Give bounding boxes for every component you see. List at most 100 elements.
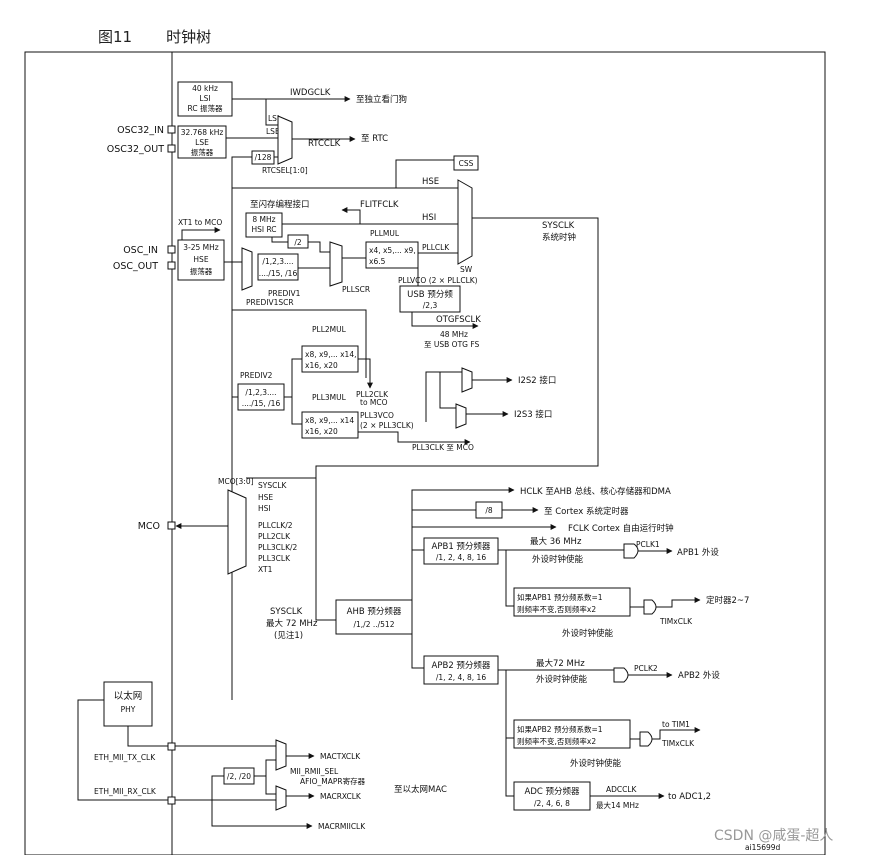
tim1-enable: 外设时钟使能 bbox=[562, 628, 614, 639]
apb2-to-tim bbox=[505, 670, 514, 739]
flitfclk-label: FLITFCLK bbox=[360, 200, 399, 210]
adcclk-label: ADCCLK bbox=[606, 785, 638, 794]
apb2-prescaler-box bbox=[423, 655, 499, 685]
prediv1-line1: /1,2,3.... bbox=[262, 257, 293, 266]
lse-freq: 32.768 kHz bbox=[181, 128, 224, 137]
lsi-to-rtc-line bbox=[265, 99, 278, 126]
mactxclk-label: MACTXCLK bbox=[320, 752, 361, 761]
xt1-label: XT1 to MCO bbox=[178, 218, 222, 227]
prediv2-to-pll2-feed bbox=[232, 309, 367, 378]
usb-prescaler-box bbox=[399, 285, 461, 313]
i2s3-mux bbox=[455, 403, 467, 429]
phy-rx-line bbox=[77, 699, 168, 801]
pllmul-box bbox=[365, 241, 419, 269]
rtcclk-label: RTCCLK bbox=[308, 139, 341, 149]
osc32-in-pin bbox=[167, 125, 176, 134]
hclk-line bbox=[411, 487, 515, 616]
ahb-prescaler-box bbox=[335, 599, 413, 635]
lse-desc: 振荡器 bbox=[191, 147, 214, 157]
mco-input-pllclk2: PLLCLK/2 bbox=[258, 521, 293, 530]
timers-dest: 定时器2~7 bbox=[706, 595, 749, 606]
rtc-dest: 至 RTC bbox=[361, 134, 388, 144]
iwdgclk-label: IWDGCLK bbox=[290, 88, 331, 98]
apb1-enable: 外设时钟使能 bbox=[532, 554, 584, 565]
usb-prescaler-values: /2,3 bbox=[423, 301, 438, 310]
div8-label: /8 bbox=[485, 506, 493, 515]
apb1-timer-multiplier-box bbox=[513, 587, 631, 617]
afio-mapr-label: AFIO_MAPR寄存器 bbox=[300, 776, 366, 786]
pllmul-line1: x4, x5,... x9, bbox=[369, 246, 416, 255]
pll2mul-line1: x8, x9,... x14, bbox=[305, 350, 356, 359]
lsi-name: LSI bbox=[199, 94, 210, 103]
flitf-dest: 至闪存编程接口 bbox=[250, 199, 310, 210]
pclk2-label: PCLK2 bbox=[634, 664, 658, 673]
mco-pin-label: MCO bbox=[138, 521, 160, 532]
pll2clk-line bbox=[358, 358, 373, 389]
apb2-to-adc bbox=[505, 738, 514, 797]
pllscr-label: PLLSCR bbox=[342, 285, 370, 294]
eth-tx-pin bbox=[167, 742, 176, 751]
tim2-enable: 外设时钟使能 bbox=[570, 758, 622, 769]
css-feed bbox=[395, 159, 454, 188]
prediv2-line1: /1,2,3.... bbox=[245, 388, 276, 397]
pll3mul-line1: x8, x9,... x14 bbox=[305, 416, 354, 425]
pllmul-title: PLLMUL bbox=[370, 229, 400, 238]
pllscr-mux bbox=[329, 241, 343, 287]
to-tim1-label: to TIM1 bbox=[662, 720, 690, 729]
tim1-gate bbox=[643, 599, 657, 615]
sw-mux bbox=[457, 179, 473, 265]
osc-out-pin bbox=[167, 261, 176, 270]
mco-mux bbox=[227, 489, 247, 575]
apb2-prescaler-values: /1, 2, 4, 8, 16 bbox=[436, 673, 486, 682]
usb-dest: 至 USB OTG FS bbox=[424, 340, 480, 349]
rtc-lse-label: LSE bbox=[266, 127, 280, 136]
pll3clk-label: PLL3CLK 至 MCO bbox=[412, 443, 474, 452]
pllclk-label: PLLCLK bbox=[422, 243, 450, 252]
ethernet-mac-dest: 至以太网MAC bbox=[394, 784, 447, 795]
apb1-max: 最大 36 MHz bbox=[530, 536, 582, 547]
hse-div128-feed bbox=[231, 156, 252, 700]
pll3vco-label: PLL3VCO bbox=[360, 411, 394, 420]
phy-tx-line bbox=[127, 726, 168, 747]
osc-out-label: OSC_OUT bbox=[113, 261, 158, 272]
apb2-timer-multiplier-box bbox=[513, 719, 631, 749]
pll2mul-title: PLL2MUL bbox=[312, 325, 347, 334]
lsi-desc: RC 振荡器 bbox=[188, 103, 223, 113]
rtcsel-mux bbox=[277, 115, 293, 165]
watermark: CSDN @咸蛋-超人 bbox=[714, 828, 833, 844]
css-box bbox=[453, 155, 479, 171]
mco-input-hse: HSE bbox=[258, 493, 273, 502]
apb2-dest: APB2 外设 bbox=[678, 670, 720, 681]
iwdg-dest: 至独立看门狗 bbox=[356, 94, 407, 105]
apb2-tim-rule1: 如果APB2 预分频系数=1 bbox=[517, 724, 603, 734]
i2s3-label: I2S3 接口 bbox=[514, 409, 552, 420]
prediv2-to-pll2 bbox=[284, 358, 302, 398]
prediv2-line2: ..../15, /16 bbox=[242, 399, 281, 408]
mco-input-pll3clk: PLL3CLK bbox=[258, 554, 291, 563]
pll2clk-to: to MCO bbox=[360, 398, 388, 407]
ahb-to-apb2 bbox=[411, 616, 424, 669]
phy-title: 以太网 bbox=[114, 690, 143, 702]
figure-number: 图11 bbox=[98, 28, 133, 46]
adc-prescaler-box bbox=[513, 781, 591, 811]
prediv1-title: PREDIV1 bbox=[268, 289, 301, 298]
rtcsel-label: RTCSEL[1:0] bbox=[262, 166, 308, 175]
adc-dest: to ADC1,2 bbox=[668, 792, 711, 802]
apb1-gate bbox=[623, 543, 639, 559]
mco-input-pll3clk2: PLL3CLK/2 bbox=[258, 543, 298, 552]
phy-label: PHY bbox=[121, 705, 136, 714]
xt1-arrow bbox=[181, 227, 221, 240]
eth-div-label: /2, /20 bbox=[227, 772, 251, 781]
mii-rmii-sel-label: MII_RMII_SEL bbox=[290, 767, 339, 776]
lse-osc-box bbox=[177, 125, 227, 159]
timxclk1-label: TIMxCLK bbox=[659, 617, 693, 626]
css-label: CSS bbox=[459, 159, 474, 168]
hse-osc-box bbox=[177, 239, 225, 281]
otgfsclk-label: OTGFSCLK bbox=[436, 315, 481, 325]
sysclk-desc: 系统时钟 bbox=[542, 232, 576, 243]
pll3mul-box bbox=[301, 411, 359, 439]
eth-tx-label: ETH_MII_TX_CLK bbox=[94, 753, 156, 762]
osc32-in-label: OSC32_IN bbox=[117, 125, 164, 136]
apb1-dest: APB1 外设 bbox=[677, 547, 719, 558]
